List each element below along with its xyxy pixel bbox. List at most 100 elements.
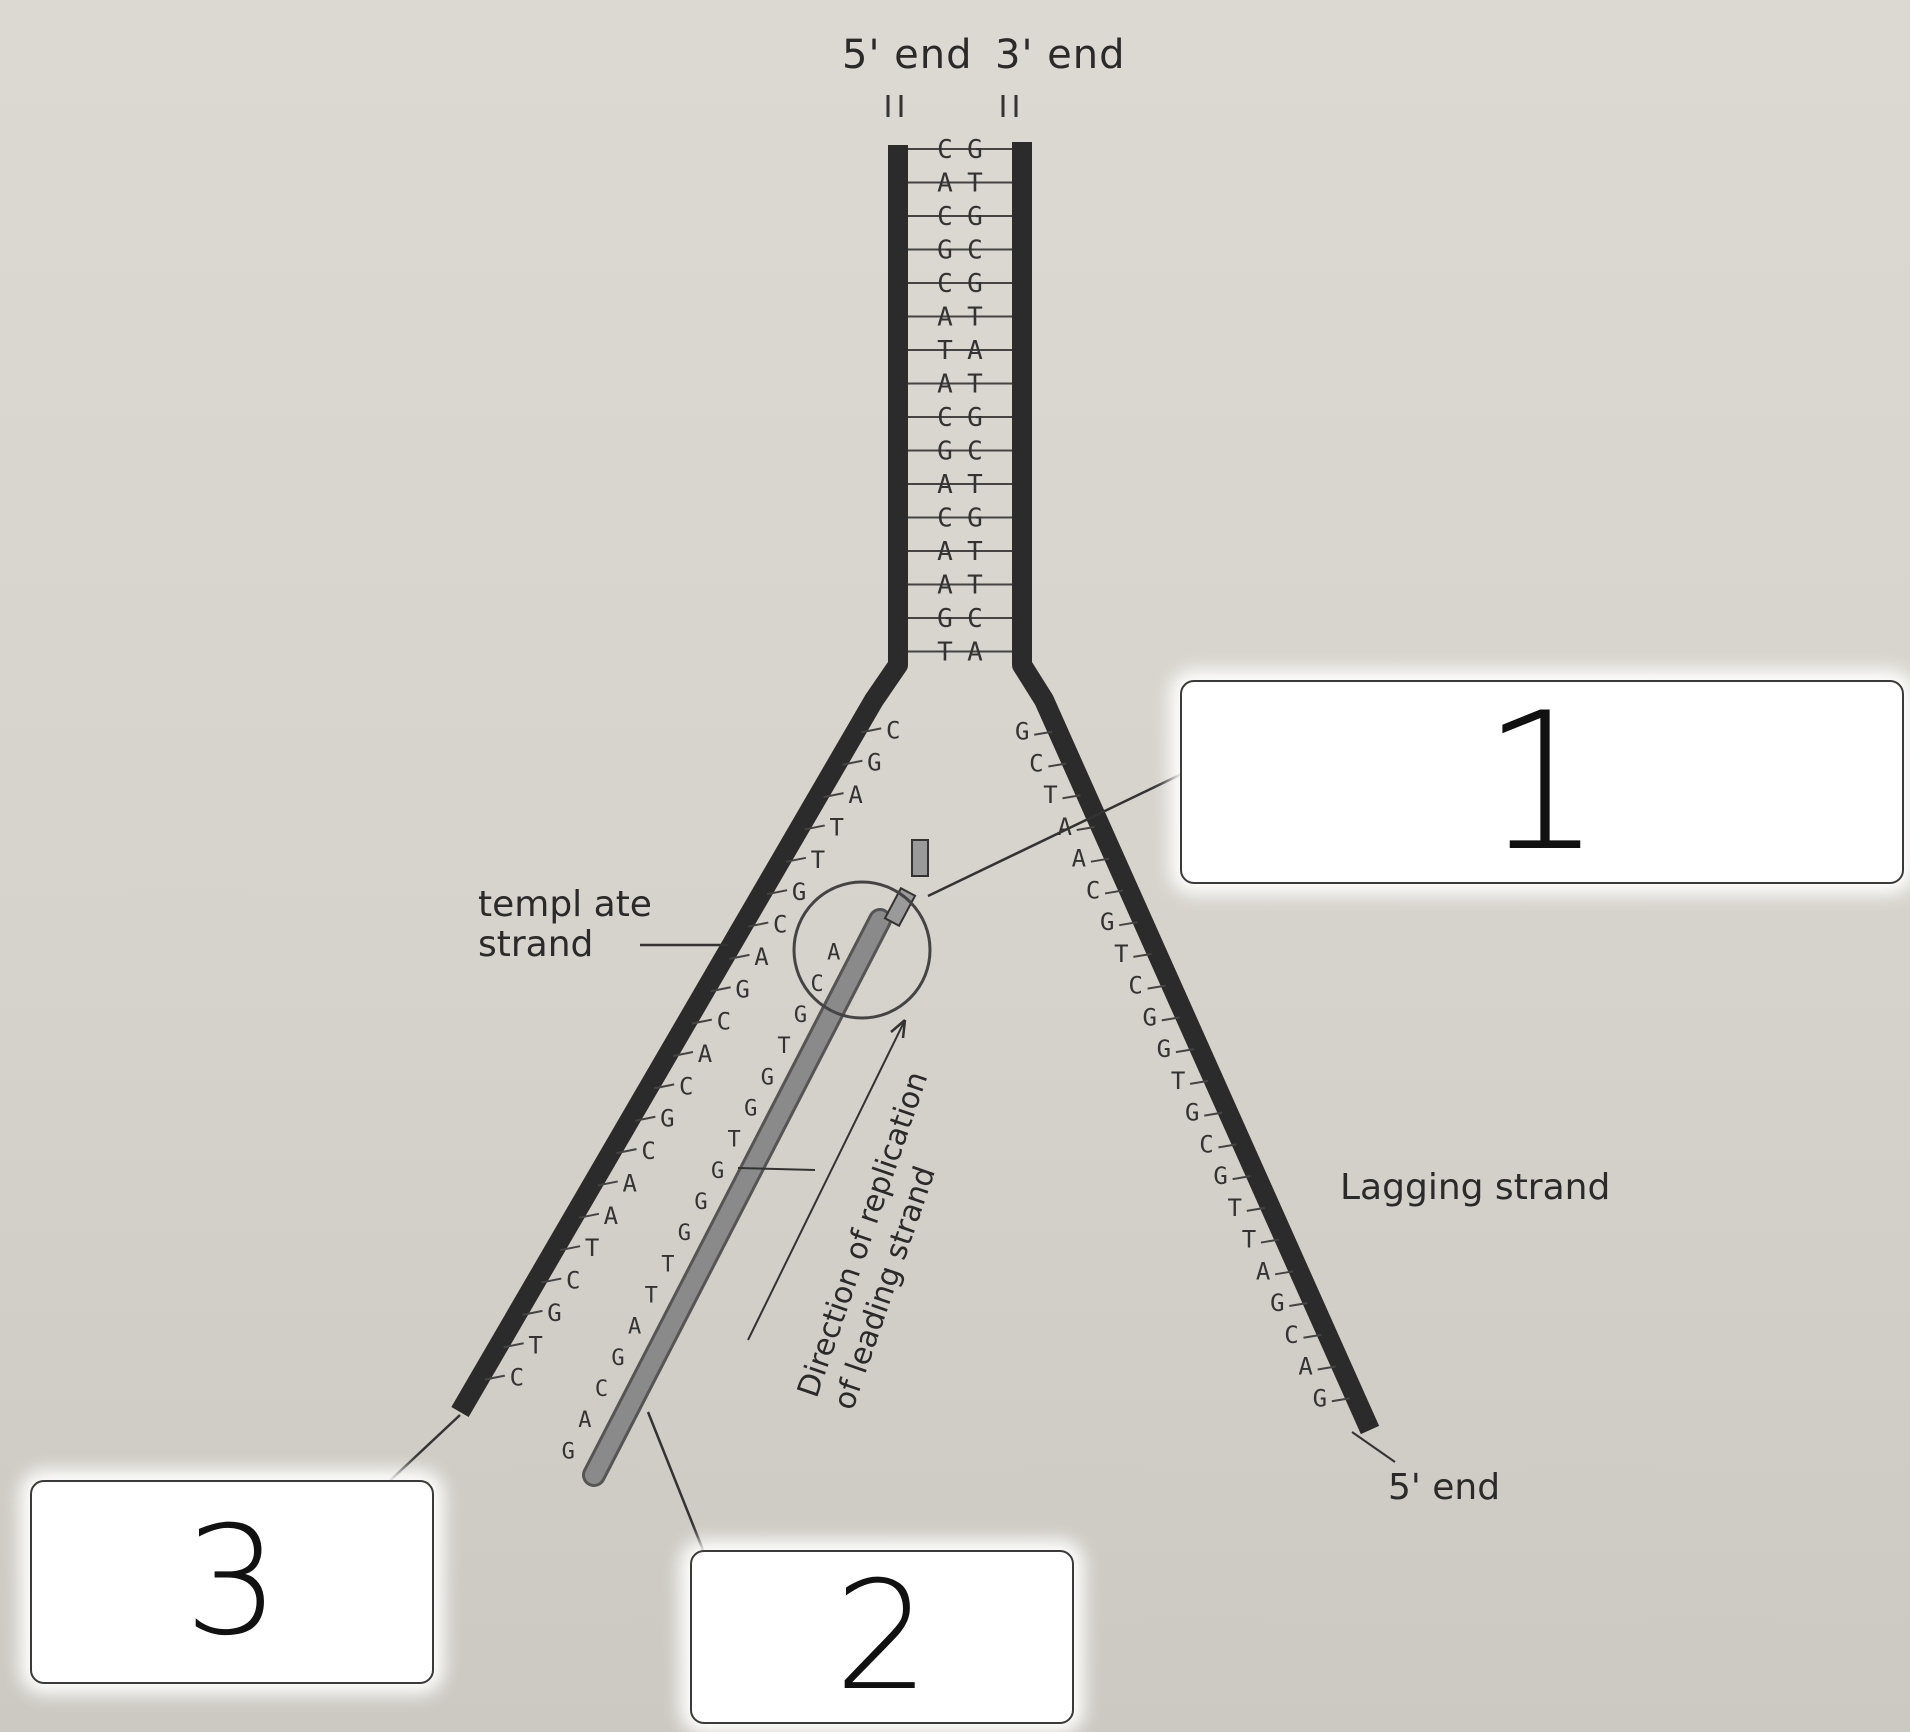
left-base-tick	[691, 1018, 713, 1025]
right-template-base: A	[1072, 845, 1087, 873]
left-template-base: C	[886, 716, 900, 744]
right-template-base: A	[1256, 1257, 1271, 1285]
stem-base-right: C	[967, 236, 983, 266]
right-template-base: C	[1199, 1130, 1213, 1158]
right-base-tick	[1161, 1016, 1180, 1022]
stem-base-right: T	[967, 169, 983, 199]
left-template-base: C	[679, 1072, 693, 1100]
left-base-tick	[710, 986, 731, 993]
left-template-base: G	[867, 749, 881, 777]
stem-base-right: C	[967, 437, 983, 467]
right-template-base: G	[1015, 718, 1029, 746]
answer-box-2[interactable]: 2	[690, 1550, 1074, 1724]
stem-base-right: G	[967, 403, 983, 433]
right-base-tick	[1133, 952, 1152, 958]
stem-base-right: G	[967, 504, 983, 534]
right-base-tick	[1189, 1079, 1209, 1085]
left-base-tick	[616, 1148, 637, 1155]
left-template-base: T	[528, 1331, 542, 1359]
stem-base-right: T	[967, 303, 983, 333]
stem-base-left: A	[937, 303, 953, 333]
left-template-base: C	[773, 911, 787, 939]
left-template-base: C	[717, 1008, 731, 1036]
primer-fragment	[911, 839, 929, 877]
left-base-tick	[823, 792, 844, 799]
top-5-end-label: 5' end	[842, 32, 973, 78]
left-template-base: A	[623, 1169, 638, 1197]
leading-new-base: C	[810, 972, 823, 997]
right-template-base: G	[1213, 1162, 1227, 1190]
right-base-tick	[1274, 1270, 1294, 1276]
right-base-tick	[1062, 794, 1081, 800]
leading-new-base: T	[661, 1252, 674, 1277]
left-template-base: A	[848, 781, 863, 809]
stem-base-left: C	[937, 269, 953, 299]
left-template-backbone	[451, 145, 908, 1418]
left-base-tick	[522, 1309, 543, 1316]
leader-line-3	[379, 1414, 461, 1491]
stem-base-left: G	[937, 604, 953, 634]
right-base-tick	[1232, 1175, 1251, 1181]
leading-new-base: G	[711, 1159, 724, 1184]
answer-number-2: 2	[834, 1550, 930, 1724]
stem-base-right: A	[967, 336, 983, 366]
leading-new-base: G	[761, 1065, 774, 1090]
left-template-base: C	[510, 1364, 524, 1392]
stem-base-left: G	[937, 437, 953, 467]
leading-new-base: A	[628, 1315, 641, 1340]
right-base-tick	[1076, 825, 1095, 831]
stem-base-left: C	[937, 504, 953, 534]
leading-new-base: C	[595, 1377, 608, 1402]
right-template-base: T	[1228, 1194, 1242, 1222]
stem-base-right: G	[967, 202, 983, 232]
stem-base-right: T	[967, 537, 983, 567]
left-base-tick	[597, 1180, 618, 1187]
right-base-tick	[1119, 921, 1138, 927]
stem-base-left: A	[937, 537, 953, 567]
stem-base-right: G	[967, 135, 983, 165]
left-base-tick	[766, 889, 788, 896]
direction-arrow-line	[747, 1019, 906, 1341]
left-base-tick	[804, 824, 825, 831]
right-template-base: T	[1043, 781, 1057, 809]
right-base-tick	[1104, 889, 1124, 895]
leading-new-base: A	[827, 941, 840, 966]
leader-line-2	[646, 1411, 707, 1556]
right-template-base: G	[1185, 1099, 1199, 1127]
stem-base-left: A	[937, 571, 953, 601]
right-base-tick	[1218, 1143, 1237, 1149]
right-template-backbone	[1012, 142, 1380, 1435]
right-template-base: G	[1270, 1289, 1284, 1317]
top-3-end-label: 3' end	[995, 32, 1126, 78]
end-leader-line	[1351, 1431, 1396, 1463]
answer-box-3[interactable]: 3	[30, 1480, 434, 1684]
answer-number-3: 3	[184, 1495, 280, 1669]
stem-base-right: A	[967, 638, 983, 668]
stem-base-left: G	[937, 236, 953, 266]
left-base-tick	[559, 1245, 581, 1252]
right-template-base: G	[1157, 1035, 1171, 1063]
right-base-tick	[1246, 1206, 1265, 1212]
left-base-tick	[860, 727, 882, 734]
leading-new-base: G	[794, 1003, 807, 1028]
left-template-base: T	[811, 846, 825, 874]
template-strand-label: templ ate strand	[478, 884, 652, 965]
left-base-tick	[541, 1277, 562, 1284]
leading-new-base: G	[562, 1439, 575, 1464]
right-base-tick	[1204, 1111, 1223, 1117]
leading-new-base: G	[678, 1221, 691, 1246]
left-base-tick	[785, 856, 807, 863]
stem-base-left: C	[937, 135, 953, 165]
right-base-tick	[1260, 1238, 1280, 1244]
right-template-base: A	[1057, 813, 1072, 841]
right-template-base: G	[1100, 908, 1114, 936]
stem-base-left: A	[937, 370, 953, 400]
right-base-tick	[1048, 762, 1067, 768]
leading-new-base: G	[744, 1096, 757, 1121]
answer-box-1[interactable]: 1	[1180, 672, 1904, 893]
stem-base-left: C	[937, 403, 953, 433]
left-template-base: C	[566, 1267, 580, 1295]
left-template-base: G	[660, 1105, 674, 1133]
right-template-base: T	[1242, 1226, 1256, 1254]
